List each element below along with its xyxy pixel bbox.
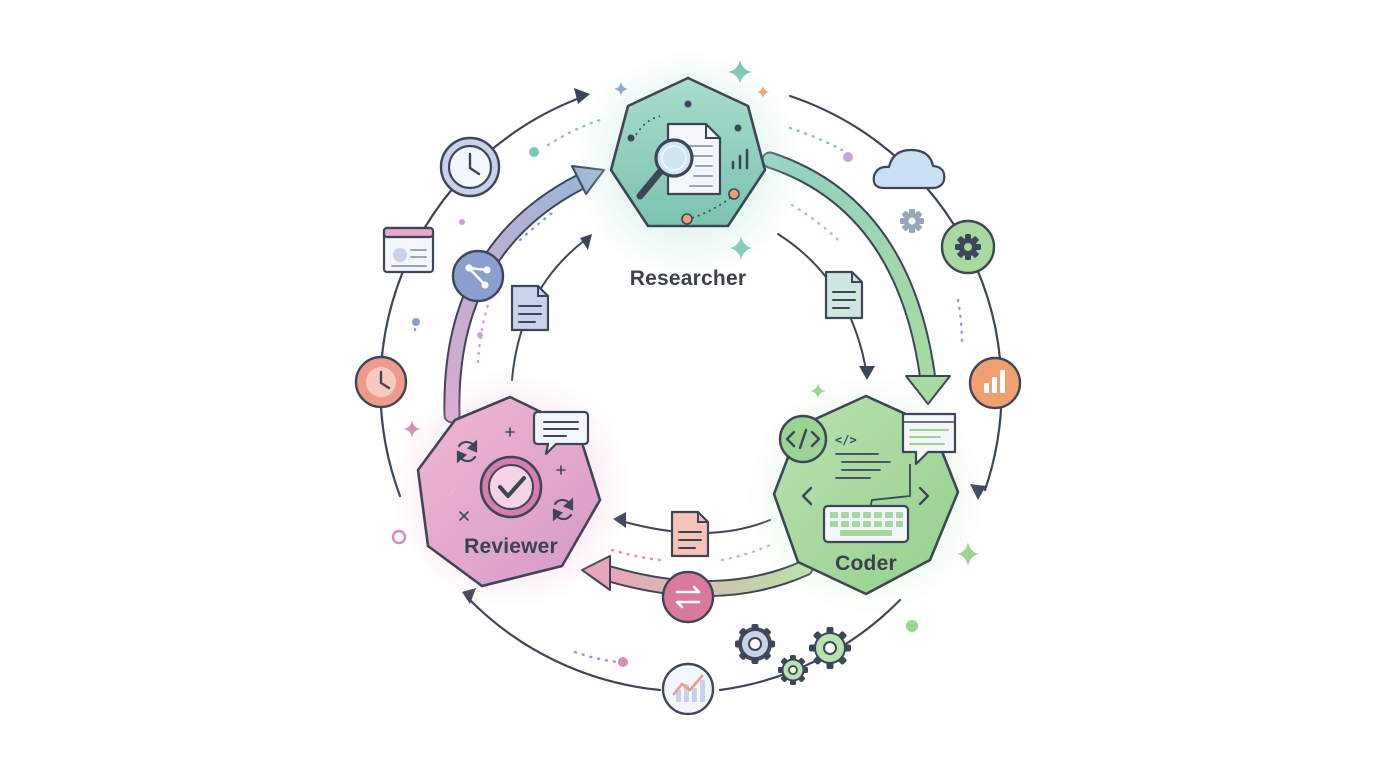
svg-text:</>: </> [835,433,857,447]
refresh-icon [456,439,478,464]
line-chart-icon[interactable] [661,662,715,716]
checkmark-icon [479,455,543,519]
clock-icon [354,355,408,409]
coder-label: Coder [835,552,897,575]
code-brackets-icon [778,414,828,464]
gear-icon[interactable] [940,219,996,275]
reviewer-label: Reviewer [464,535,558,558]
cloud-icon [872,148,946,190]
bar-chart-icon [731,148,749,170]
orbit-arc-bottom-left [464,594,662,692]
keyboard-icon [822,504,910,544]
gear-icon [900,209,924,233]
branch-icon[interactable] [451,249,505,303]
swap-arrows-icon[interactable] [661,570,715,624]
gear-icon [778,655,808,685]
bar-chart-icon[interactable] [968,356,1022,410]
browser-window-icon [382,226,435,274]
gear-icon [735,624,775,664]
magnifier-document-icon [636,122,722,200]
reviewer-node[interactable] [416,395,602,588]
coder-node[interactable]: </> [772,394,960,596]
gear-icon [809,627,851,669]
document-icon [824,270,864,320]
chat-bubble-icon [532,410,590,456]
researcher-node[interactable] [609,76,767,228]
document-icon [670,510,710,558]
arrowhead-top-left [574,88,590,104]
document-icon [510,284,550,332]
clock-icon [439,136,501,198]
plus-marks [459,427,566,521]
refresh-icon [552,497,574,522]
code-lines-icon: </> [835,433,891,479]
code-window-icon [901,412,957,466]
researcher-label: Researcher [629,267,747,290]
